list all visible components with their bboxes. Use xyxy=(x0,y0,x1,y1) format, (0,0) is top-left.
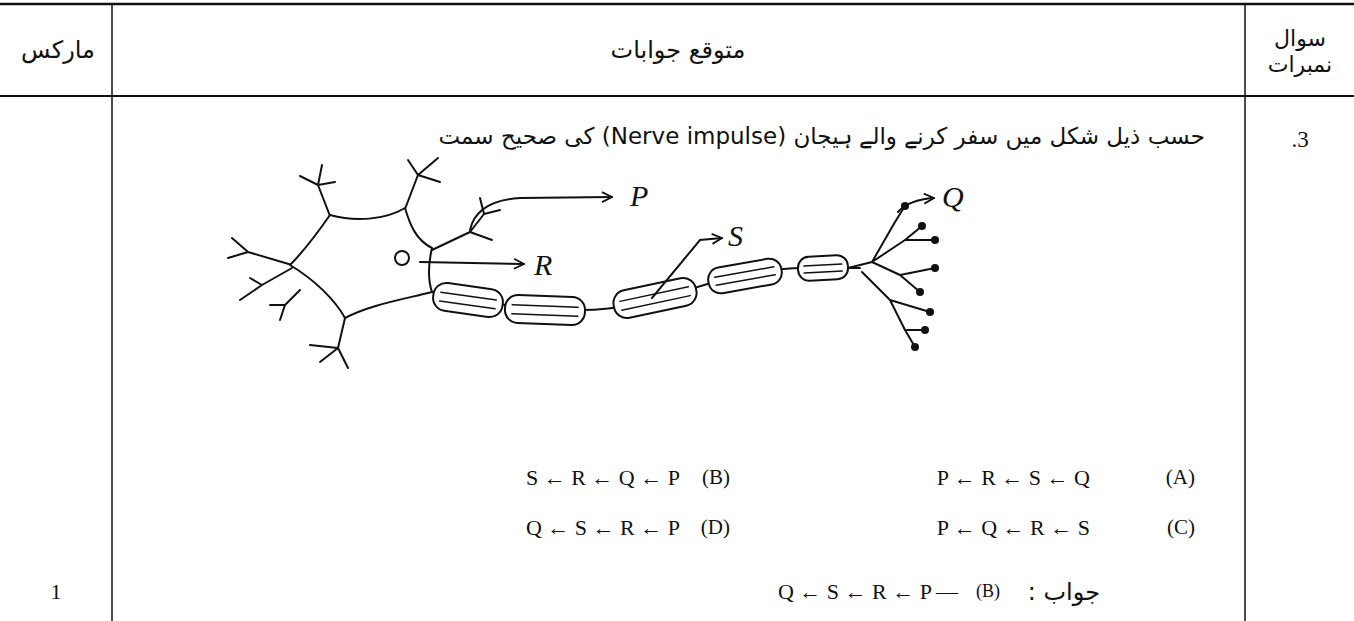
leader-arrows xyxy=(420,197,934,298)
question-number: 3. xyxy=(1291,126,1308,154)
part-label: Q xyxy=(942,179,964,215)
option-sequence: P ← Q ← R ← S xyxy=(937,515,1090,541)
option-sequence: S ← R ← Q ← P xyxy=(526,465,680,491)
neuron-drawing xyxy=(228,158,939,368)
marks-value: 1 xyxy=(51,579,62,605)
option-sequence: P ← R ← S ← Q xyxy=(937,465,1090,491)
option-letter: (C) xyxy=(1167,515,1195,540)
part-label: P xyxy=(630,178,648,214)
question-text: حسب ذیل شکل میں سفر کرنے والے ہیجان (Ner… xyxy=(438,123,1205,151)
answer-heading: جواب : xyxy=(1028,578,1100,607)
answer-dash: — xyxy=(936,579,958,605)
part-label: S xyxy=(728,218,743,254)
part-label: R xyxy=(534,247,552,283)
option-sequence: Q ← S ← R ← P xyxy=(526,515,680,541)
table-rules xyxy=(0,4,1354,621)
column-header: سوال نمبرات xyxy=(1255,26,1345,79)
option-letter: (A) xyxy=(1166,465,1195,490)
option-letter: (B) xyxy=(702,465,730,490)
column-header: مارکس xyxy=(21,36,95,65)
column-header: متوقع جوابات xyxy=(611,36,746,65)
answer-sequence: Q ← S ← R ← P xyxy=(778,579,932,605)
answer-letter: (B) xyxy=(976,581,1000,603)
option-letter: (D) xyxy=(701,515,730,540)
